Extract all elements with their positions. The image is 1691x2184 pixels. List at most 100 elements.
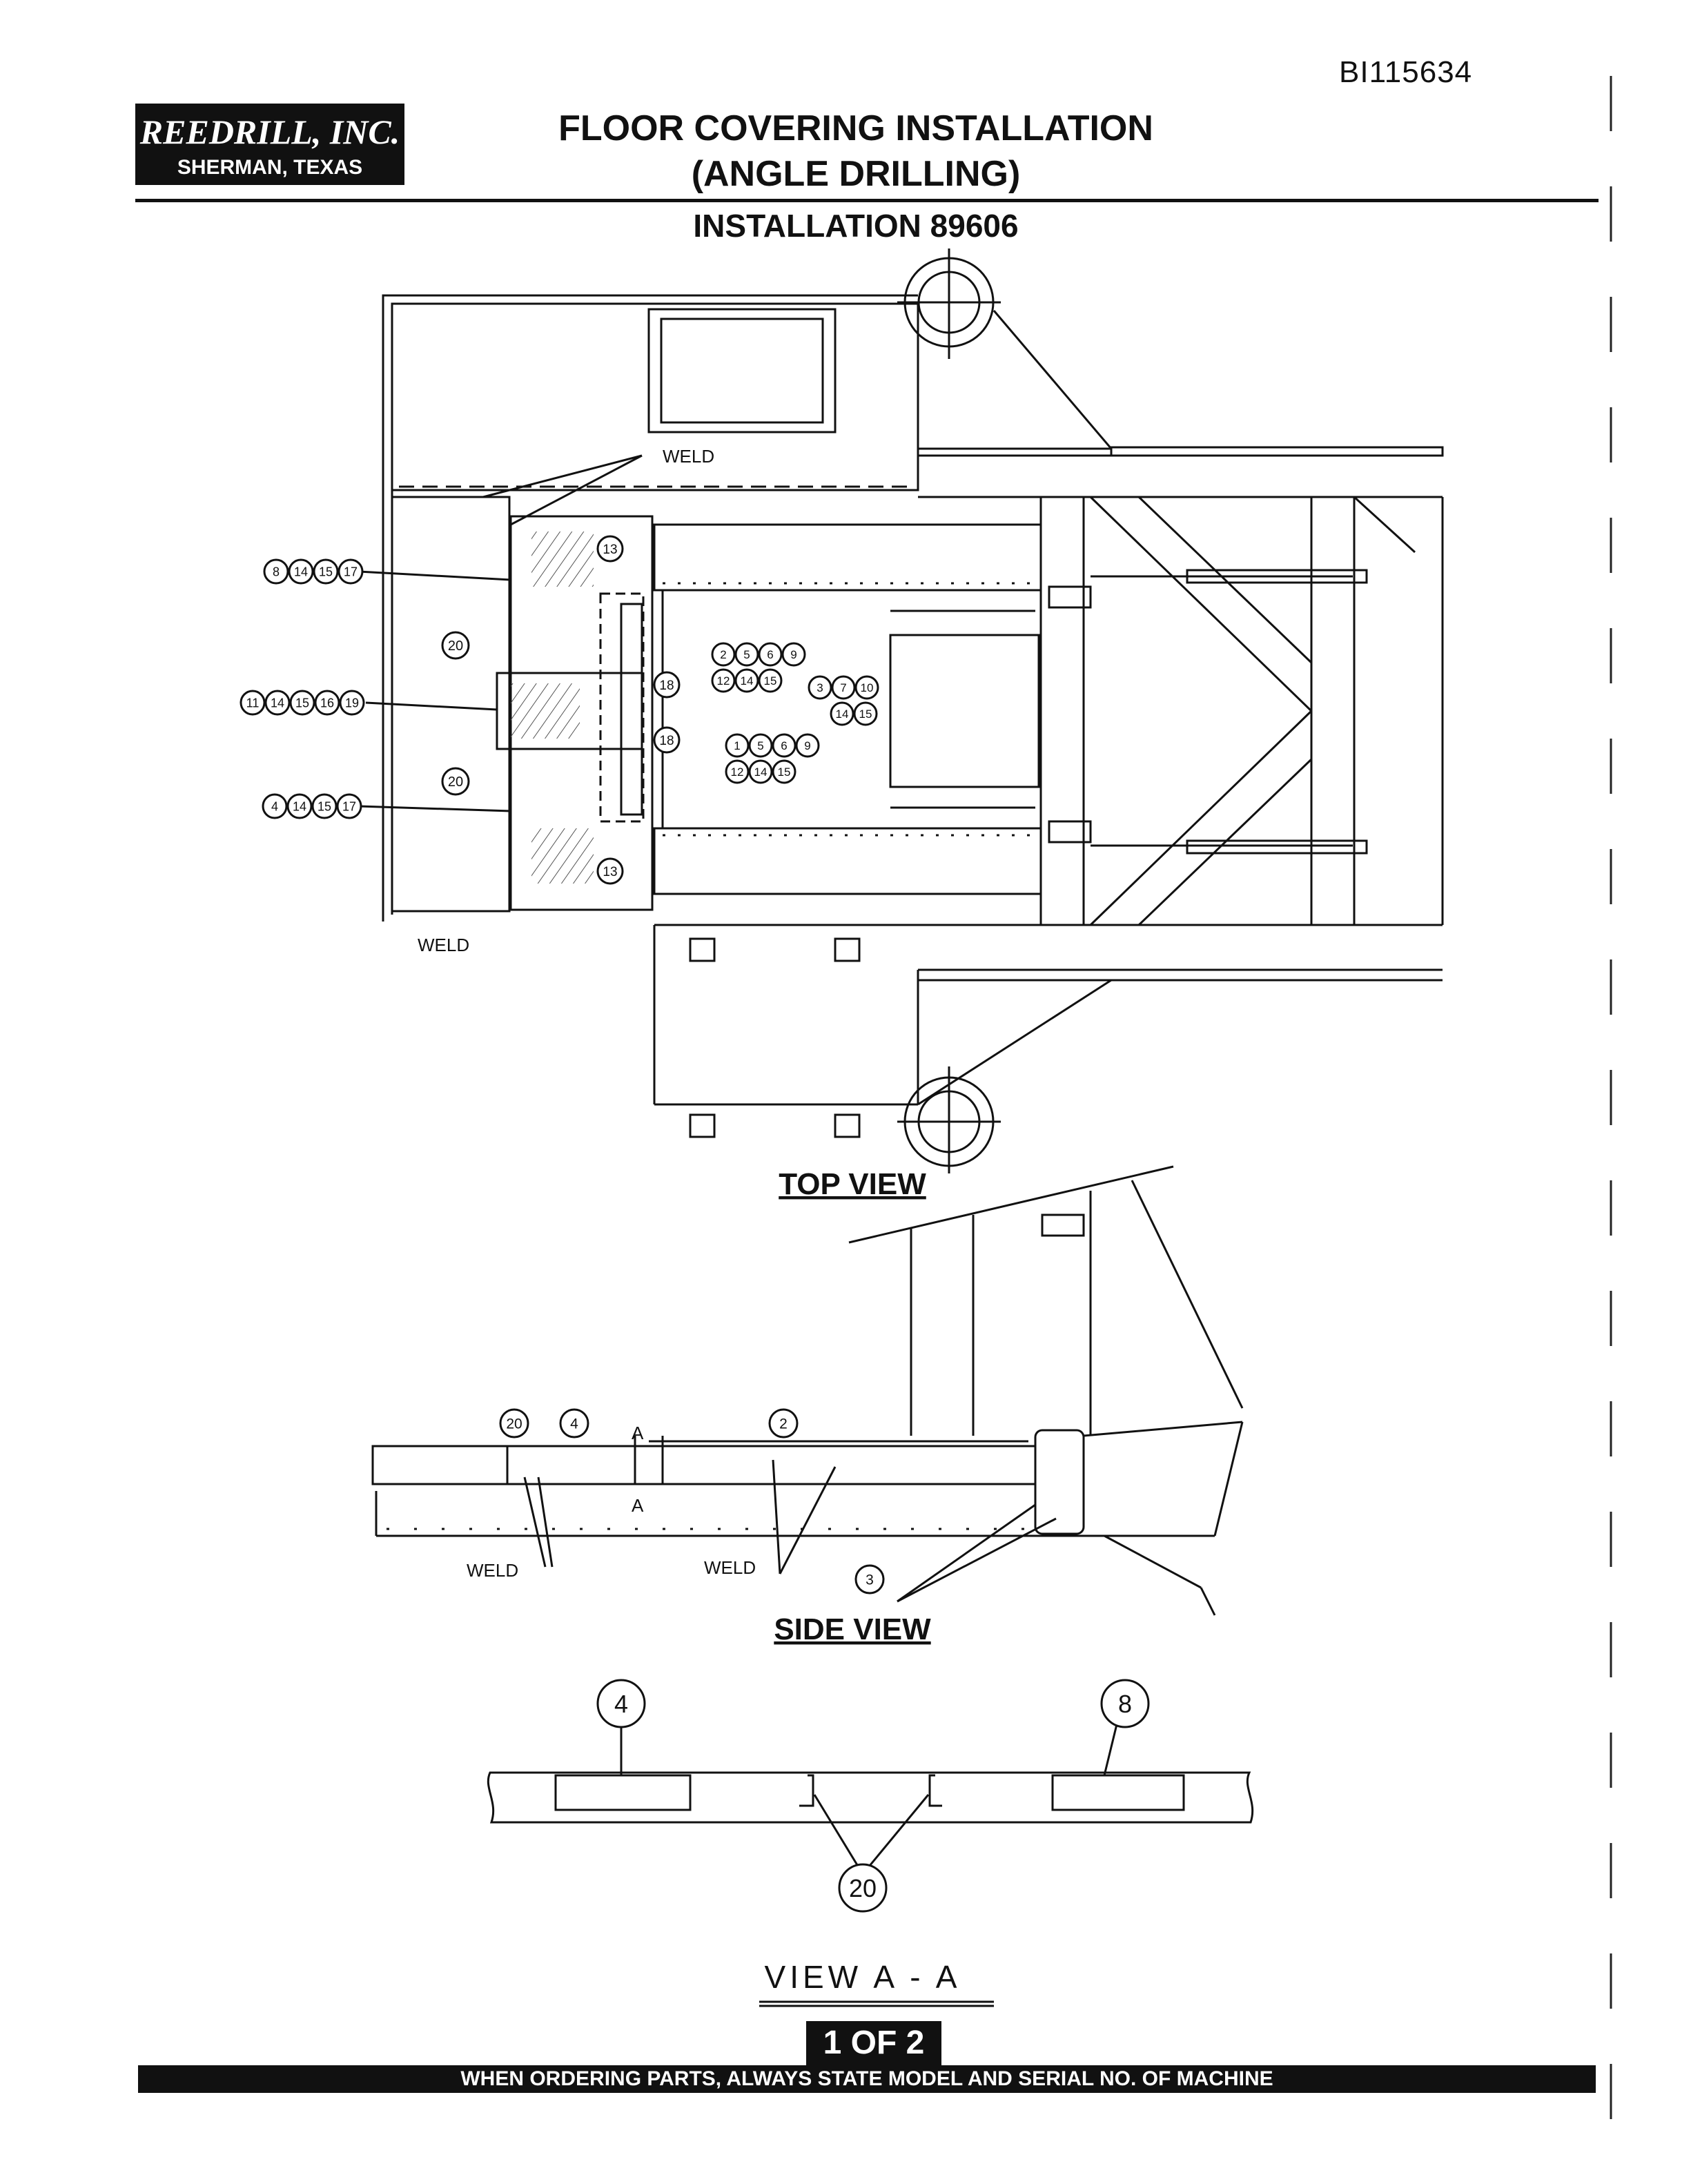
callout-circle [653, 671, 681, 699]
callout-number: 14 [836, 708, 849, 721]
callout-circle [263, 558, 289, 585]
callout-circle [264, 690, 291, 716]
callout-single-13: 13 [596, 535, 624, 563]
callout-circle [596, 857, 624, 885]
callout-single-13: 13 [596, 857, 624, 885]
callout-center-lower-row1: 6 [772, 733, 796, 758]
callout-center-lower-row2: 12 [725, 759, 750, 784]
callout-circle [725, 759, 750, 784]
callout-plate-middle-left: 14 [264, 690, 291, 716]
callout-plate-lower-left: 15 [311, 793, 338, 819]
callout-number: 14 [754, 766, 768, 779]
callout-number: 8 [1118, 1690, 1132, 1718]
callout-circle [499, 1408, 529, 1439]
callout-plate-lower-left: 4 [262, 793, 288, 819]
callout-number: 14 [271, 696, 284, 710]
callout-number: 13 [603, 865, 617, 879]
callout-circle [1100, 1679, 1150, 1728]
callout-circle [772, 759, 796, 784]
callout-center-lower-row1: 9 [795, 733, 820, 758]
callout-circle [339, 690, 365, 716]
callout-number: 14 [741, 674, 754, 688]
callout-section-8: 8 [1100, 1679, 1150, 1728]
callout-number: 15 [295, 696, 309, 710]
callout-circle [240, 690, 266, 716]
callout-circle [758, 668, 783, 693]
callout-circle [441, 631, 470, 660]
callout-circle [596, 1679, 646, 1728]
callout-center-lower-row2: 15 [772, 759, 796, 784]
callout-number: 17 [344, 565, 358, 578]
callout-circle [838, 1863, 888, 1913]
installation-number: INSTALLATION 89606 [693, 208, 1019, 244]
page-indicator: 1 OF 2 [806, 2021, 941, 2065]
callout-single-20: 20 [441, 631, 470, 660]
weld-label-lower-left: WELD [418, 935, 469, 955]
callout-plate-middle-left: 15 [289, 690, 315, 716]
callout-number: 17 [342, 799, 356, 813]
callout-circle [758, 642, 783, 667]
callout-circle [734, 668, 759, 693]
company-name: REEDRILL, INC. [139, 113, 400, 151]
callout-plate-lower-left: 14 [286, 793, 313, 819]
header-rule [135, 199, 1599, 202]
callout-circle [748, 759, 773, 784]
callout-circle [336, 793, 362, 819]
callout-plate-upper-left: 15 [313, 558, 339, 585]
callout-number: 2 [779, 1416, 788, 1432]
callout-number: 12 [717, 674, 730, 688]
callout-circle [795, 733, 820, 758]
callout-plate-upper-left: 8 [263, 558, 289, 585]
callout-circle [831, 675, 856, 700]
callout-circle [559, 1408, 589, 1439]
callout-number: 11 [246, 696, 260, 710]
callout-number: 15 [317, 799, 331, 813]
callout-number: 9 [804, 739, 810, 752]
weld-label-side-center: WELD [704, 1557, 756, 1578]
callout-side-2: 2 [768, 1408, 799, 1439]
checker-plate-hatching [511, 532, 594, 884]
callout-number: 8 [273, 565, 280, 578]
callout-circle [768, 1408, 799, 1439]
callout-number: 20 [506, 1416, 522, 1432]
callout-side-4: 4 [559, 1408, 589, 1439]
callout-circle [441, 767, 470, 796]
callout-number: 15 [859, 708, 872, 721]
callout-number: 14 [294, 565, 308, 578]
callout-number: 5 [743, 648, 750, 661]
callout-number: 3 [866, 1572, 874, 1588]
callout-circle [338, 558, 364, 585]
callout-right-row1: 10 [854, 675, 879, 700]
callout-center-upper-row1: 6 [758, 642, 783, 667]
company-logo: REEDRILL, INC. SHERMAN, TEXAS [135, 104, 404, 185]
callout-center-upper-row2: 12 [711, 668, 736, 693]
callout-number: 20 [448, 638, 463, 654]
callout-number: 6 [767, 648, 773, 661]
callout-center-lower-row1: 5 [748, 733, 773, 758]
callout-number: 13 [603, 543, 617, 557]
callout-number: 14 [293, 799, 306, 813]
callout-circle [288, 558, 314, 585]
callout-circle [711, 642, 736, 667]
callout-number: 20 [448, 774, 463, 790]
callout-number: 4 [614, 1690, 628, 1718]
callout-circle [854, 1564, 885, 1595]
callout-center-upper-row2: 14 [734, 668, 759, 693]
weld-label-top: WELD [663, 446, 714, 467]
callout-circle [653, 726, 681, 754]
callout-right-row1: 7 [831, 675, 856, 700]
callout-center-upper-row1: 9 [781, 642, 806, 667]
callout-single-20: 20 [441, 767, 470, 796]
callout-plate-middle-left: 11 [240, 690, 266, 716]
callout-circle [748, 733, 773, 758]
callout-circle [711, 668, 736, 693]
side-view-title: SIDE VIEW [774, 1612, 931, 1646]
callout-number: 1 [734, 739, 740, 752]
side-view-drawing [371, 1165, 1244, 1616]
callout-single-18: 18 [653, 671, 681, 699]
callout-plate-lower-left: 17 [336, 793, 362, 819]
callout-number: 3 [817, 681, 823, 694]
view-titles: TOP VIEW SIDE VIEW VIEW A - A [765, 1167, 957, 1995]
